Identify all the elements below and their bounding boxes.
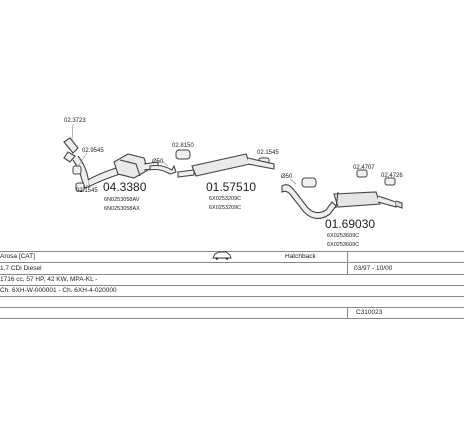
rubber-mount: [72, 149, 396, 192]
part-code-label: Ø50: [152, 159, 164, 165]
model-name: Arosa [CAT]: [0, 253, 35, 260]
part-code-label: 02.3723: [64, 118, 86, 124]
part-code-label: 02.8150: [172, 143, 194, 149]
body-type: Hatchback: [285, 253, 316, 260]
part-code-label: 02.4726: [381, 173, 403, 179]
chassis-range: Ch. 6XH-W-000001 - Ch. 6XH-4-020000: [0, 287, 117, 294]
leader-lines: [71, 123, 363, 188]
part-code-label: 01.57510: [206, 180, 256, 194]
car-icon: [212, 251, 232, 264]
part-code-label: 01.69030: [325, 217, 375, 231]
engine-spec: 1716 cc, 57 HP, 42 KW, MPA-KL -: [0, 276, 98, 283]
part-code-label: 02.9545: [82, 148, 104, 154]
production-years: 03/97 - 10/00: [354, 265, 393, 272]
engine-type: 1.7 CDi Diesel: [0, 265, 42, 272]
part-code-label: 02.1545: [76, 188, 98, 194]
middle-silencer: [149, 153, 275, 178]
rear-silencer: [281, 184, 403, 220]
oe-number-label: 6N0253058AX: [104, 206, 140, 212]
oe-number-label: 6X0253609C: [327, 233, 359, 239]
part-code-label: 04.3380: [103, 180, 147, 194]
oe-number-label: 6N0253058AV: [104, 197, 140, 203]
oe-number-label: 6X0253609C: [327, 242, 359, 248]
part-code-label: Ø50: [281, 174, 293, 180]
part-code-label: 02.4707: [353, 165, 375, 171]
part-code-label: 02.1545: [257, 150, 279, 156]
oe-number-label: 6X0253209C: [209, 196, 241, 202]
oe-number-label: 6X0253209C: [209, 205, 241, 211]
kit-number: C310023: [356, 309, 383, 316]
